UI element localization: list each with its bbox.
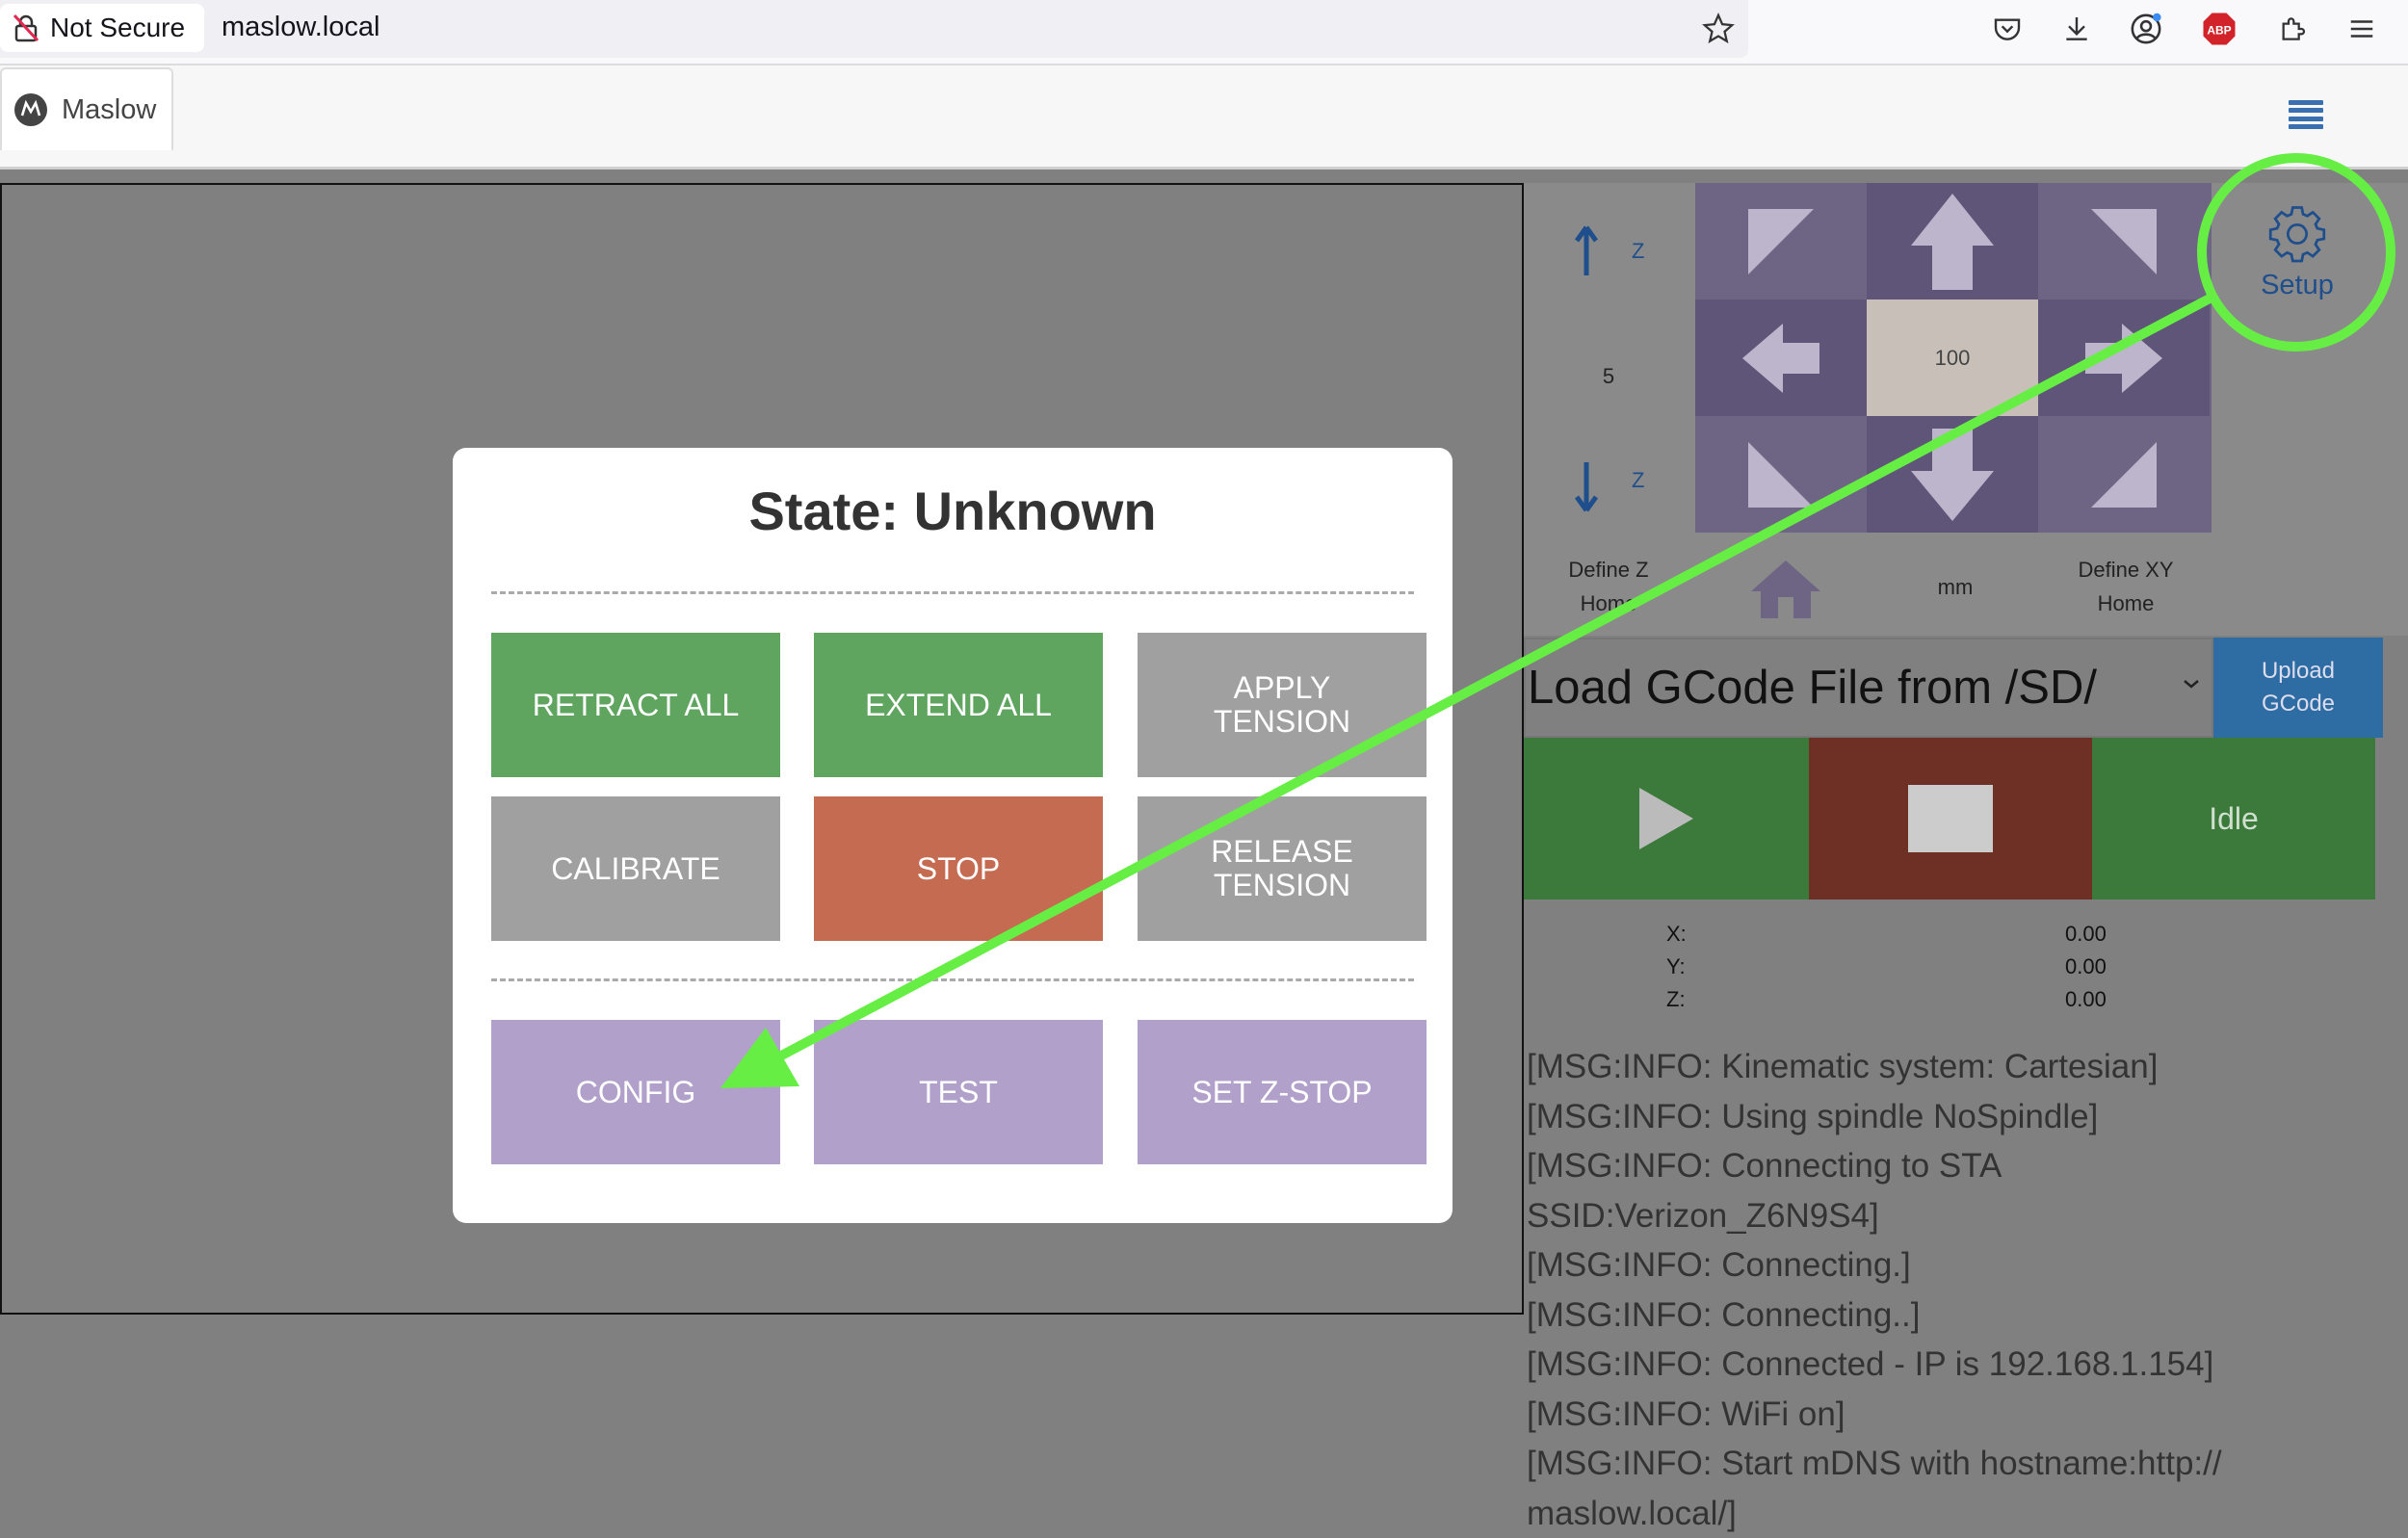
log-line: [MSG:INFO: Connected - IP is 192.168.1.1… xyxy=(1527,1345,2214,1383)
adblock-icon[interactable]: ABP xyxy=(2200,10,2238,48)
home-icon xyxy=(1751,560,1820,618)
browser-menu-icon[interactable] xyxy=(2343,10,2381,48)
log-line: [MSG:INFO: Connecting to STA SSID:Verizo… xyxy=(1527,1147,2001,1235)
gear-icon xyxy=(2265,202,2329,271)
z-step-value[interactable]: 5 xyxy=(1602,364,1615,388)
config-button[interactable]: CONFIG xyxy=(491,1020,780,1164)
home-button[interactable] xyxy=(1747,557,1824,625)
jog-right-button[interactable] xyxy=(2038,300,2210,416)
stop-icon xyxy=(1908,785,1993,852)
coord-z-label: Z: xyxy=(1666,987,1686,1011)
chevron-down-icon xyxy=(2181,676,2202,696)
upload-gcode-label: Upload GCode xyxy=(2261,658,2336,717)
machine-status: Idle xyxy=(2092,738,2375,899)
extensions-icon[interactable] xyxy=(2273,10,2312,48)
address-bar[interactable] xyxy=(0,0,1748,58)
stop-button-modal[interactable]: STOP xyxy=(814,796,1103,941)
test-button[interactable]: TEST xyxy=(814,1020,1103,1164)
coord-z-value: 0.00 xyxy=(2065,987,2107,1011)
z-down-button[interactable] xyxy=(1572,460,1601,519)
log-line: [MSG:INFO: Connecting..] xyxy=(1527,1295,1921,1334)
modal-divider xyxy=(491,978,1414,981)
pocket-icon[interactable] xyxy=(1988,10,2027,48)
security-indicator[interactable]: Not Secure xyxy=(0,4,204,52)
log-line: [MSG:INFO: Kinematic system: Cartesian] xyxy=(1527,1048,2159,1085)
log-line: [MSG:INFO: WiFi on] xyxy=(1527,1395,1845,1433)
downloads-icon[interactable] xyxy=(2057,10,2096,48)
upload-gcode-button[interactable]: Upload GCode xyxy=(2213,638,2383,738)
log-line: [MSG:INFO: Start mDNS with hostname:http… xyxy=(1527,1445,2222,1532)
coord-x-label: X: xyxy=(1666,922,1687,946)
coord-y-label: Y: xyxy=(1666,954,1686,978)
jog-up-left-button[interactable] xyxy=(1695,183,1867,300)
extend-all-button[interactable]: EXTEND ALL xyxy=(814,633,1103,777)
z-up-label: Z xyxy=(1632,239,1645,263)
define-xy-home-button[interactable]: Define XY Home xyxy=(2078,558,2174,615)
coord-x-value: 0.00 xyxy=(2065,922,2107,946)
app-menu-icon[interactable] xyxy=(2289,100,2323,129)
play-button[interactable] xyxy=(1524,738,1809,899)
url-text[interactable]: maslow.local xyxy=(222,12,380,42)
jog-left-button[interactable] xyxy=(1695,300,1867,416)
units-label: mm xyxy=(1937,575,1974,599)
bookmark-star-icon[interactable] xyxy=(1699,10,1738,48)
app-tab-bar xyxy=(0,65,2408,169)
apply-tension-button[interactable]: APPLY TENSION xyxy=(1138,633,1426,777)
calibrate-button[interactable]: CALIBRATE xyxy=(491,796,780,941)
gcode-file-select[interactable]: Load GCode File from /SD/ xyxy=(1524,638,2213,738)
tab-label: Maslow xyxy=(62,93,157,125)
log-line: [MSG:INFO: Connecting.] xyxy=(1527,1246,1911,1284)
log-line: [MSG:INFO: Using spindle NoSpindle] xyxy=(1527,1097,2099,1135)
release-tension-button[interactable]: RELEASE TENSION xyxy=(1138,796,1426,941)
tab-maslow[interactable]: Maslow xyxy=(0,67,173,150)
insecure-lock-icon xyxy=(13,13,39,42)
set-z-stop-button[interactable]: SET Z-STOP xyxy=(1138,1020,1426,1164)
message-log: [MSG:INFO: Kinematic system: Cartesian] … xyxy=(1527,1042,2355,1538)
xy-jog-pad: 100 xyxy=(1695,183,2212,533)
modal-divider xyxy=(491,591,1414,594)
jog-up-right-button[interactable] xyxy=(2038,183,2210,300)
coord-y-value: 0.00 xyxy=(2065,954,2107,978)
account-icon[interactable] xyxy=(2127,10,2165,48)
retract-all-button[interactable]: RETRACT ALL xyxy=(491,633,780,777)
define-z-home-button[interactable]: Define Z Home xyxy=(1568,558,1649,615)
apply-tension-label: APPLY TENSION xyxy=(1213,670,1351,739)
modal-title: State: Unknown xyxy=(748,481,1157,541)
release-tension-label: RELEASE TENSION xyxy=(1211,834,1353,902)
play-icon xyxy=(1639,788,1693,849)
z-down-label: Z xyxy=(1632,468,1645,492)
jog-down-left-button[interactable] xyxy=(1695,416,1867,533)
maslow-logo-icon xyxy=(14,93,47,126)
jog-down-right-button[interactable] xyxy=(2038,416,2210,533)
jog-down-button[interactable] xyxy=(1867,416,2038,533)
security-label: Not Secure xyxy=(50,13,186,42)
z-up-button[interactable] xyxy=(1572,223,1601,282)
svg-text:ABP: ABP xyxy=(2207,23,2231,37)
setup-label: Setup xyxy=(2261,269,2334,300)
jog-step-value[interactable]: 100 xyxy=(1867,300,2038,416)
jog-up-button[interactable] xyxy=(1867,183,2038,300)
stop-button[interactable] xyxy=(1809,738,2092,899)
gcode-select-value: Load GCode File from /SD/ xyxy=(1528,662,2097,714)
